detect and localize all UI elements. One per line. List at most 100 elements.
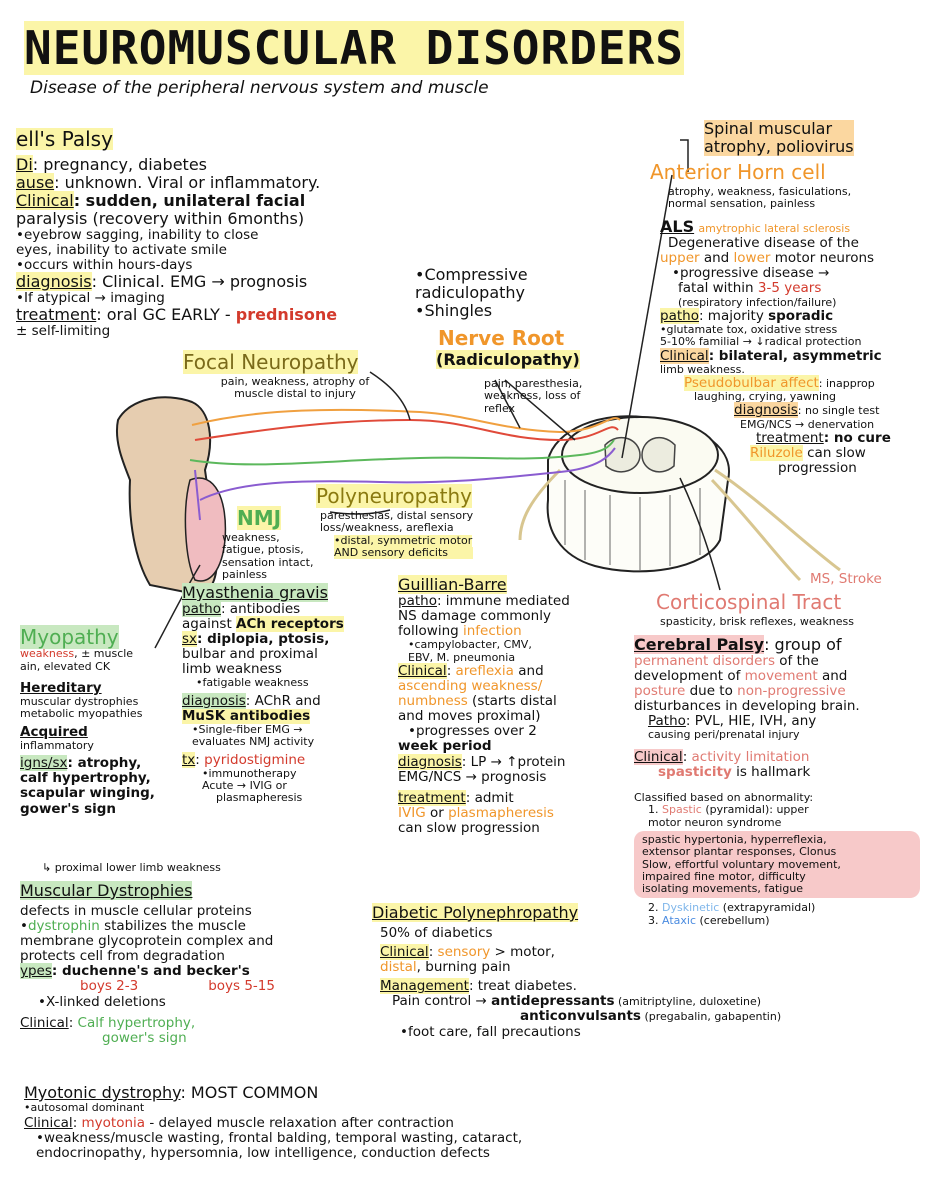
nerve-root-text: reflex: [484, 401, 516, 415]
mg-text: :: [195, 751, 205, 768]
als-text: laughing, crying, yawning: [694, 390, 837, 404]
bells-text: : sudden, unilateral facial: [73, 191, 306, 211]
bells-label: Clinical: [16, 191, 74, 211]
als-text: (respiratory infection/failure): [678, 295, 837, 309]
mg-text: Acute → IVIG or: [202, 779, 287, 793]
dpn-text: (pregabalin, gabapentin): [640, 1010, 782, 1024]
myopathy-proximal-note: ↳ proximal lower limb weakness: [42, 861, 221, 874]
cp-text: spasticity: [658, 763, 732, 780]
dpn-text: distal: [380, 959, 417, 976]
dpn-text: > motor,: [490, 944, 555, 961]
poly-text: •distal, symmetric motor: [334, 533, 473, 547]
cst-stroke-label: MS, Stroke: [810, 571, 882, 587]
als-text: sporadic: [768, 307, 834, 324]
gbs-text: :: [446, 662, 456, 679]
myopathy-label: Acquired: [20, 723, 88, 740]
myotonic-label: Clinical: [24, 1115, 73, 1132]
myotonic-text: •autosomal dominant: [24, 1100, 145, 1114]
als-abbr: ALS: [660, 217, 695, 236]
cp-text: :: [682, 748, 692, 765]
als-text: : no single test: [797, 404, 880, 418]
dpn-text: sensory: [437, 944, 491, 961]
gbs-text: (starts distal: [467, 693, 557, 710]
myotonic-dystrophy-section: Myotonic dystrophy: MOST COMMON •autosom…: [24, 1084, 924, 1162]
nerve-root-title: Nerve Root: [438, 326, 565, 350]
cp-text: motor neuron syndrome: [648, 815, 782, 829]
mg-text: •fatigable weakness: [196, 676, 309, 690]
als-text: limb weakness.: [660, 362, 745, 376]
nerve-root-desc: pain, paresthesia, weakness, loss of ref…: [484, 377, 583, 415]
als-label: patho: [660, 307, 699, 324]
als-text: fatal within: [678, 280, 758, 297]
mg-title: Myasthenia gravis: [182, 583, 328, 602]
muscular-dystrophies-section: Muscular Dystrophies defects in muscle c…: [20, 881, 370, 1046]
gbs-label: diagnosis: [398, 753, 462, 770]
cp-text: (pyramidal): upper: [701, 803, 809, 817]
cp-text: Classified based on abnormality:: [634, 790, 814, 804]
bells-label: Di: [16, 155, 33, 175]
md-text: membrane glycoprotein complex and: [20, 933, 274, 950]
cp-text: spastic hypertonia, hyperreflexia,: [642, 832, 827, 846]
anterior-horn-title: Anterior Horn cell: [650, 160, 826, 184]
nerve-root-cause: radiculopathy: [415, 282, 525, 302]
myopathy-text: scapular winging,: [20, 785, 155, 802]
guillain-barre-section: Guillian-Barre patho: immune mediated NS…: [398, 575, 628, 836]
sma-text: atrophy, poliovirus: [704, 136, 854, 156]
sensory-nerve-orange: [191, 408, 621, 434]
md-text: gower's sign: [102, 1029, 187, 1046]
cp-text: 1.: [648, 803, 662, 817]
focal-pointer: [369, 371, 411, 421]
myopathy-pointer: [154, 564, 201, 649]
nerve-green: [189, 439, 615, 466]
als-drug: Riluzole: [750, 444, 803, 461]
dpn-title: Diabetic Polynephropathy: [372, 903, 579, 922]
mg-text: against: [182, 616, 237, 633]
mg-text: ACh receptors: [236, 616, 344, 633]
dpn-text: , burning pain: [416, 959, 511, 976]
als-text: : bilateral, asymmetric: [708, 347, 882, 364]
als-label: Pseudobulbar affect: [684, 375, 819, 392]
dpn-text: (amitriptyline, duloxetine): [614, 995, 762, 1009]
als-text: motor neurons: [770, 250, 875, 267]
mg-label: diagnosis: [182, 692, 246, 709]
nmj-text: painless: [222, 567, 268, 581]
dpn-text: :: [428, 944, 438, 961]
diabetic-neuropathy-section: Diabetic Polynephropathy 50% of diabetic…: [372, 903, 932, 1040]
gbs-drug: IVIG: [398, 804, 426, 821]
anterior-horn-desc: atrophy, weakness, fasiculations, normal…: [668, 185, 851, 211]
cp-text: Ataxic: [662, 913, 696, 927]
cp-text: and: [817, 668, 848, 685]
cp-label: Clinical: [634, 748, 683, 765]
myopathy-text: metabolic myopathies: [20, 707, 143, 721]
nmj-title: NMJ: [237, 506, 282, 530]
als-section: ALS amytrophic lateral sclerosis Degener…: [660, 218, 935, 476]
als-text: EMG/NCS → denervation: [740, 417, 875, 431]
als-label: diagnosis: [734, 402, 798, 419]
cp-text: Dyskinetic: [662, 901, 720, 915]
nmj-text: fatigue, ptosis,: [222, 543, 304, 557]
focal-neuropathy-title: Focal Neuropathy: [183, 350, 359, 374]
cp-text: Spastic: [662, 803, 702, 817]
md-text: boys 2-3: [80, 978, 139, 995]
als-text: •glutamate tox, oxidative stress: [660, 322, 838, 336]
nerve-root-causes: •Compressive radiculopathy •Shingles: [415, 266, 528, 320]
md-text: boys 5-15: [208, 978, 275, 995]
cp-text: is hallmark: [731, 763, 811, 780]
md-text: •X-linked deletions: [38, 993, 166, 1010]
myotonic-title: Myotonic dystrophy: [24, 1083, 181, 1102]
gbs-text: and: [513, 662, 544, 679]
focal-neuropathy-desc: pain, weakness, atrophy of muscle distal…: [200, 375, 390, 401]
bells-label: treatment: [16, 305, 97, 325]
poly-text: AND sensory deficits: [334, 546, 474, 560]
nerve-root-text: pain, paresthesia,: [484, 377, 583, 390]
mg-text: MuSK antibodies: [182, 707, 311, 724]
polyneuropathy-title: Polyneuropathy: [316, 484, 472, 508]
bells-text: : oral GC EARLY -: [96, 305, 236, 325]
md-text: dystrophin: [27, 918, 100, 935]
cp-text: (cerebellum): [696, 913, 770, 927]
gbs-text: EBV, M. pneumonia: [408, 650, 516, 664]
myopathy-text: inflammatory: [20, 738, 94, 752]
ahc-line: [621, 174, 673, 459]
